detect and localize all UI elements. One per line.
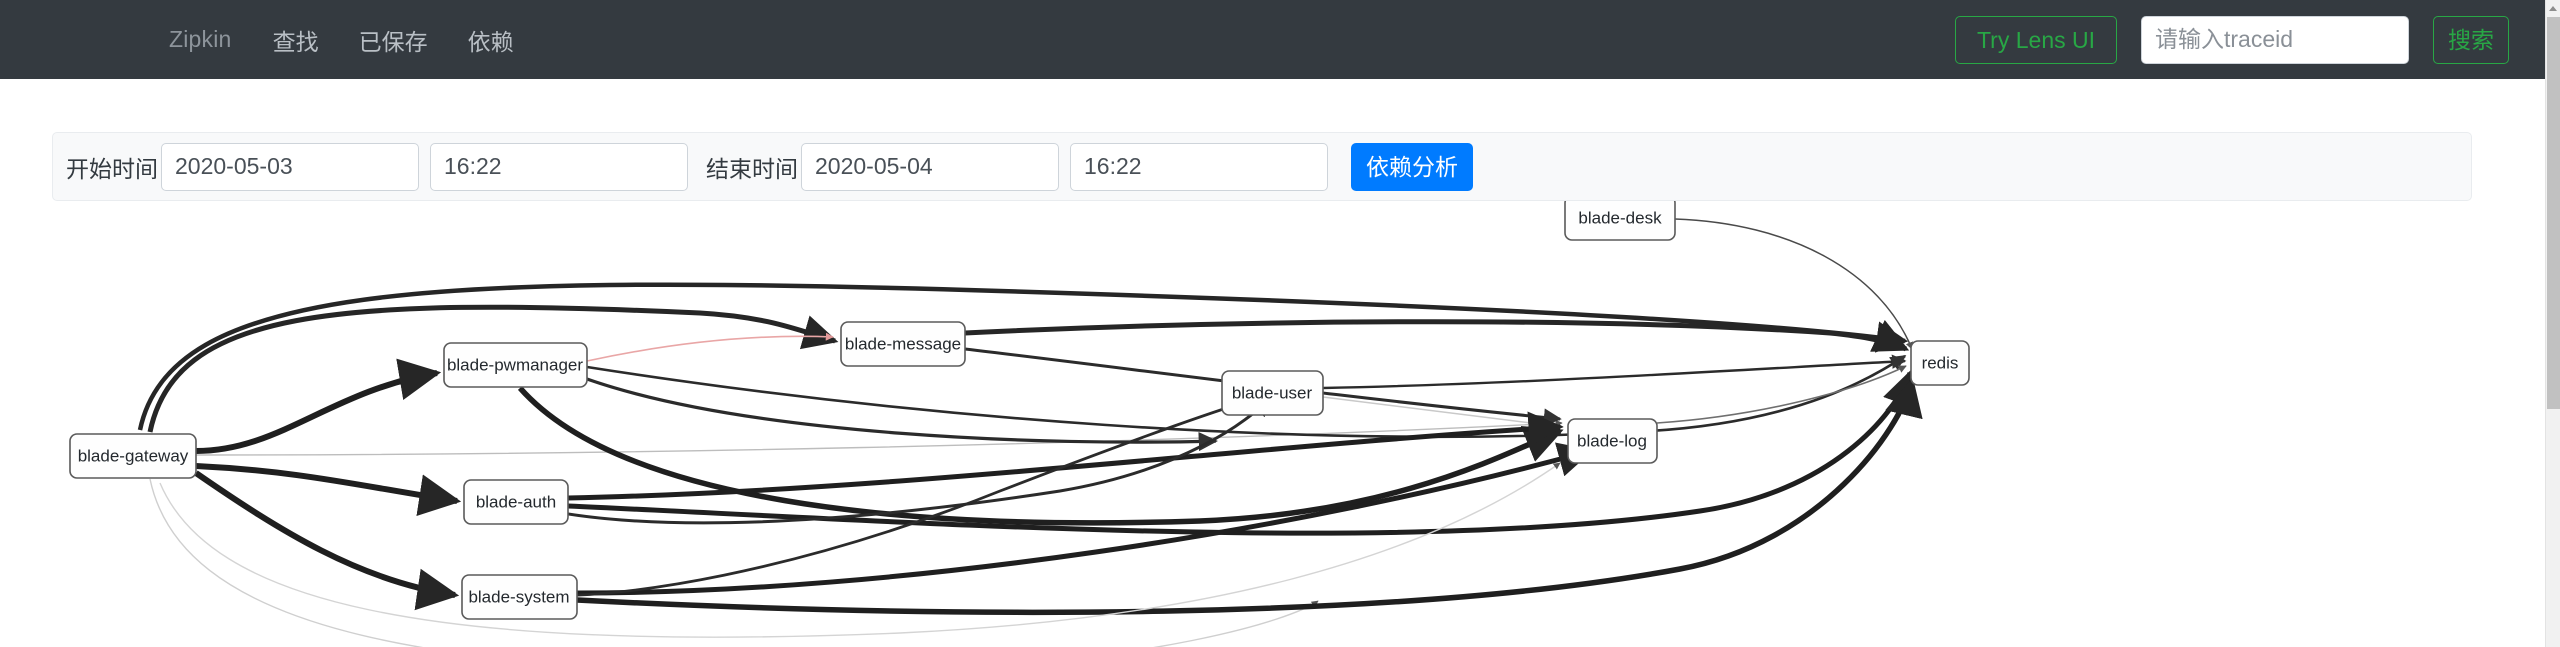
graph-edges — [137, 218, 1923, 647]
nav-item-find[interactable]: 查找 — [272, 28, 319, 55]
edge-gateway-user[interactable] — [149, 478, 1319, 647]
dependency-graph-canvas[interactable]: blade-desk blade-message blade-pwmanager… — [0, 201, 2545, 647]
node-label-blade-user: blade-user — [1232, 383, 1313, 402]
edge-gateway-log-alt[interactable] — [159, 462, 1561, 638]
edge-system-user[interactable] — [529, 393, 1264, 598]
node-blade-system[interactable]: blade-system — [461, 574, 578, 620]
node-label-blade-message: blade-message — [845, 334, 961, 353]
navbar-links: Zipkin 查找 已保存 依赖 — [155, 23, 527, 57]
edge-gateway-message[interactable] — [147, 304, 839, 433]
edge-gateway-redis[interactable] — [137, 282, 1909, 431]
node-blade-auth[interactable]: blade-auth — [463, 479, 569, 525]
node-label-blade-gateway: blade-gateway — [78, 446, 189, 465]
nav-item-dependencies[interactable]: 依赖 — [467, 28, 514, 55]
start-date-input[interactable] — [161, 142, 419, 191]
edge-gateway-pwmanager[interactable] — [195, 358, 442, 454]
navbar-actions: Try Lens UI 搜索 — [1954, 15, 2509, 64]
start-time-label: 开始时间 — [66, 155, 158, 182]
scrollbar-thumb[interactable] — [2547, 17, 2560, 409]
edge-log-redis[interactable] — [1656, 365, 1907, 424]
edge-auth-log[interactable] — [567, 411, 1564, 501]
edge-gateway-auth[interactable] — [195, 463, 462, 516]
node-blade-desk[interactable]: blade-desk — [1564, 201, 1676, 241]
edge-gateway-system[interactable] — [194, 470, 460, 611]
edge-message-redis[interactable] — [964, 319, 1910, 352]
nav-item-saved[interactable]: 已保存 — [358, 28, 428, 55]
node-label-redis: redis — [1922, 353, 1959, 372]
node-label-blade-auth: blade-auth — [476, 492, 556, 511]
dependency-graph-svg[interactable]: blade-desk blade-message blade-pwmanager… — [0, 201, 2545, 647]
edge-pwmanager-log[interactable] — [517, 386, 1564, 526]
node-blade-gateway[interactable]: blade-gateway — [69, 433, 197, 479]
edge-desk-redis[interactable] — [1674, 218, 1913, 350]
node-label-blade-system: blade-system — [468, 587, 569, 606]
node-label-blade-pwmanager: blade-pwmanager — [447, 355, 583, 374]
try-lens-ui-button[interactable]: Try Lens UI — [1954, 15, 2117, 64]
end-time-label: 结束时间 — [706, 155, 798, 182]
graph-nodes: blade-desk blade-message blade-pwmanager… — [69, 201, 1970, 620]
analyze-dependencies-button[interactable]: 依赖分析 — [1351, 142, 1473, 191]
end-date-input[interactable] — [801, 142, 1059, 191]
edge-user-redis[interactable] — [1322, 354, 1907, 390]
search-button[interactable]: 搜索 — [2433, 15, 2509, 64]
node-label-blade-desk: blade-desk — [1578, 208, 1662, 227]
traceid-search-input[interactable] — [2141, 15, 2409, 64]
node-blade-pwmanager[interactable]: blade-pwmanager — [443, 342, 588, 388]
edge-system-redis[interactable] — [576, 377, 1923, 616]
vertical-scrollbar[interactable] — [2545, 0, 2560, 647]
scroll-up-arrow-icon[interactable] — [2546, 0, 2560, 16]
edge-gateway-log[interactable] — [195, 419, 1563, 456]
node-blade-log[interactable]: blade-log — [1567, 418, 1658, 464]
node-label-blade-log: blade-log — [1577, 431, 1647, 450]
edge-pwmanager-user[interactable] — [586, 377, 1218, 452]
end-time-input[interactable] — [1070, 142, 1328, 191]
start-time-input[interactable] — [430, 142, 688, 191]
edge-system-log[interactable] — [576, 442, 1594, 596]
node-blade-message[interactable]: blade-message — [840, 321, 966, 367]
brand-zipkin[interactable]: Zipkin — [169, 26, 232, 52]
top-navbar: Zipkin 查找 已保存 依赖 Try Lens UI 搜索 — [0, 0, 2545, 79]
node-blade-user[interactable]: blade-user — [1221, 370, 1324, 416]
dependency-filter-bar: 开始时间 结束时间 依赖分析 — [52, 132, 2472, 201]
edge-user-log[interactable] — [1322, 396, 1564, 430]
node-redis[interactable]: redis — [1910, 340, 1970, 386]
edge-pwmanager-message[interactable] — [586, 332, 834, 362]
